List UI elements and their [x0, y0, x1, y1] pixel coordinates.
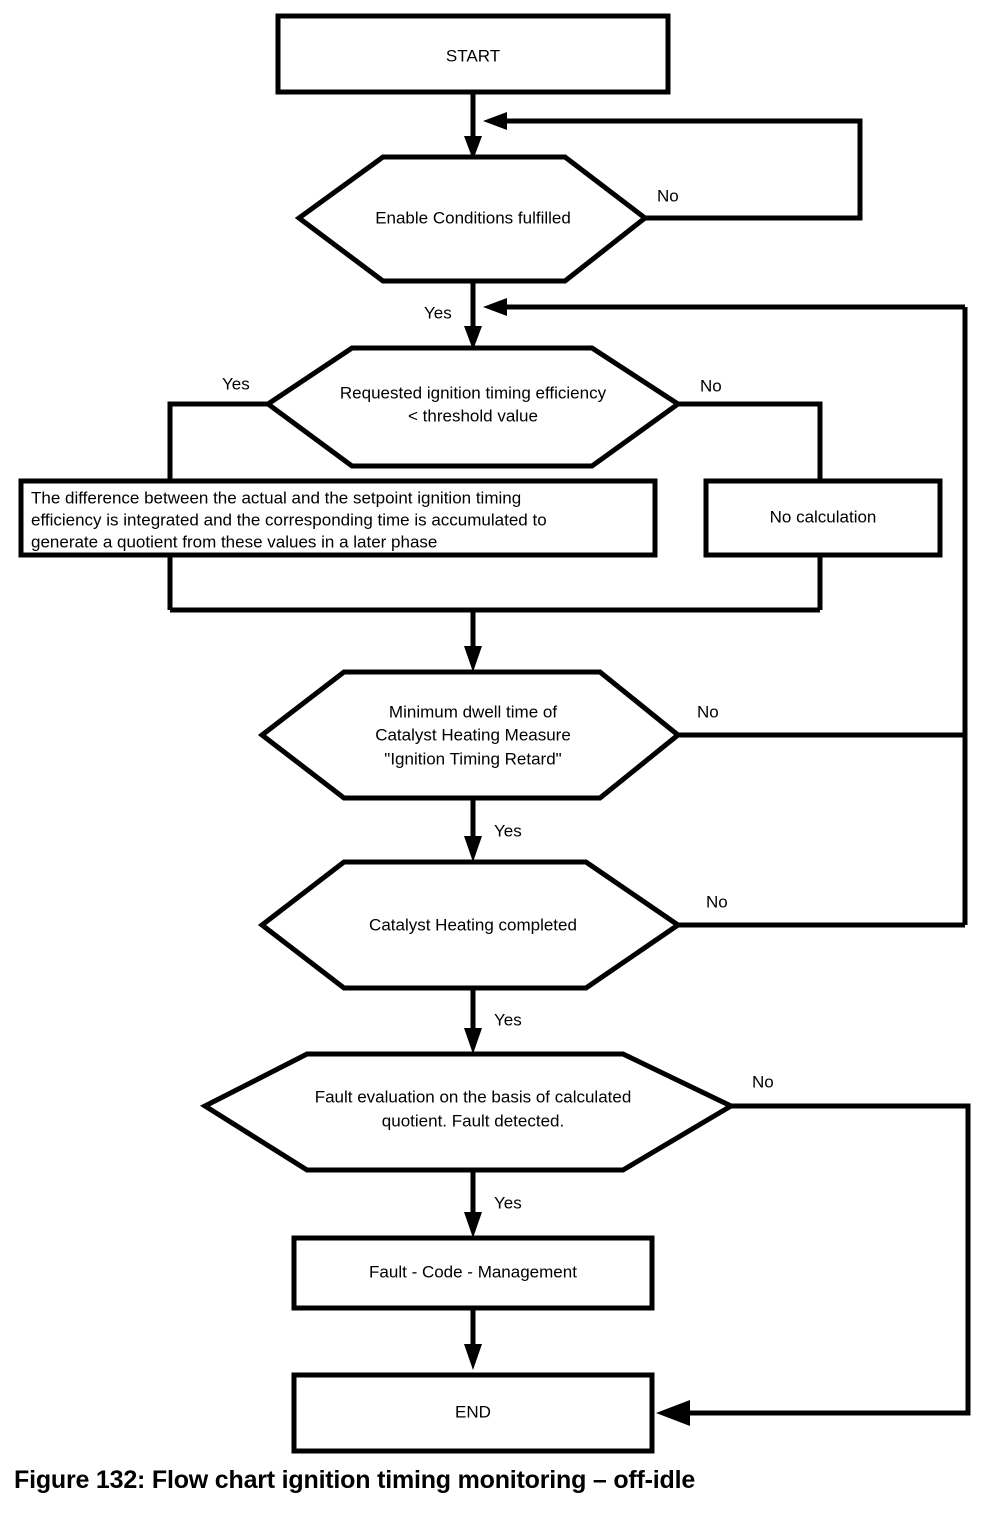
arrowhead-dwell-yes — [464, 836, 482, 862]
node-fault-code-management[interactable]: Fault - Code - Management — [291, 1235, 655, 1311]
catalyst-heating-hexagon — [257, 859, 683, 991]
fault-evaluation-line1: Fault evaluation on the basis of calcula… — [315, 1087, 632, 1106]
branch-label-heatdone-no: No — [706, 892, 728, 911]
integrate-line1: The difference between the actual and th… — [31, 488, 521, 507]
fault-code-management-label: Fault - Code - Management — [369, 1262, 577, 1281]
integrate-line3: generate a quotient from these values in… — [31, 532, 437, 551]
arrowhead-start-to-enable — [464, 136, 482, 160]
arrowhead-enable-no-loop — [483, 112, 507, 130]
edge-requested-no — [678, 401, 823, 481]
node-catalyst-heating-completed[interactable]: Catalyst Heating completed — [257, 859, 683, 991]
requested-efficiency-hexagon — [263, 345, 683, 469]
branch-label-dwell-no: No — [697, 702, 719, 721]
branch-label-dwell-yes: Yes — [494, 821, 522, 840]
integrate-box — [18, 478, 658, 558]
branch-label-enable-no: No — [657, 186, 679, 205]
no-calculation-box — [703, 478, 943, 558]
minimum-dwell-line2: Catalyst Heating Measure — [375, 725, 571, 744]
branch-label-enable-yes: Yes — [424, 303, 452, 322]
requested-efficiency-line2: < threshold value — [408, 406, 538, 425]
start-label: START — [446, 46, 500, 65]
end-box — [291, 1372, 655, 1454]
enable-conditions-hexagon — [294, 154, 650, 284]
arrowhead-return-to-requested — [483, 298, 507, 316]
edge-faulteval-no — [690, 1103, 971, 1416]
minimum-dwell-time-hexagon — [257, 669, 682, 801]
fault-evaluation-line2: quotient. Fault detected. — [382, 1111, 564, 1130]
arrowhead-merge-to-dwell — [464, 646, 482, 672]
node-no-calculation[interactable]: No calculation — [703, 478, 943, 558]
edge-enable-no-loop — [495, 118, 863, 221]
minimum-dwell-line3: "Ignition Timing Retard" — [384, 749, 561, 768]
end-label: END — [455, 1402, 491, 1421]
minimum-dwell-line1: Minimum dwell time of — [389, 702, 557, 721]
node-fault-evaluation[interactable]: Fault evaluation on the basis of calcula… — [199, 1051, 737, 1173]
fault-code-management-box — [291, 1235, 655, 1311]
arrowhead-faulteval-no — [656, 1400, 690, 1426]
enable-conditions-label: Enable Conditions fulfilled — [375, 208, 571, 227]
arrowhead-faulteval-yes — [464, 1212, 482, 1238]
arrowhead-heatdone-yes — [464, 1028, 482, 1054]
requested-efficiency-line1: Requested ignition timing efficiency — [340, 383, 607, 402]
no-calculation-label: No calculation — [770, 507, 877, 526]
node-integrate-description[interactable]: The difference between the actual and th… — [18, 478, 658, 558]
catalyst-heating-label: Catalyst Heating completed — [369, 915, 577, 934]
node-end[interactable]: END — [291, 1372, 655, 1454]
start-box — [275, 13, 671, 95]
branch-label-heatdone-yes: Yes — [494, 1010, 522, 1029]
arrowhead-faultcode-to-end — [464, 1344, 482, 1370]
node-minimum-dwell-time[interactable]: Minimum dwell time of Catalyst Heating M… — [257, 669, 682, 801]
branch-label-faulteval-yes: Yes — [494, 1193, 522, 1212]
arrowhead-enable-yes — [464, 326, 482, 350]
node-requested-efficiency[interactable]: Requested ignition timing efficiency < t… — [263, 345, 683, 469]
integrate-line2: efficiency is integrated and the corresp… — [31, 510, 547, 529]
node-enable-conditions[interactable]: Enable Conditions fulfilled — [294, 154, 650, 284]
figure-caption: Figure 132: Flow chart ignition timing m… — [14, 1466, 696, 1494]
branch-label-requested-no: No — [700, 376, 722, 395]
fault-evaluation-hexagon — [199, 1051, 737, 1173]
node-start[interactable]: START — [275, 13, 671, 95]
branch-label-requested-yes: Yes — [222, 374, 250, 393]
branch-label-faulteval-no: No — [752, 1072, 774, 1091]
